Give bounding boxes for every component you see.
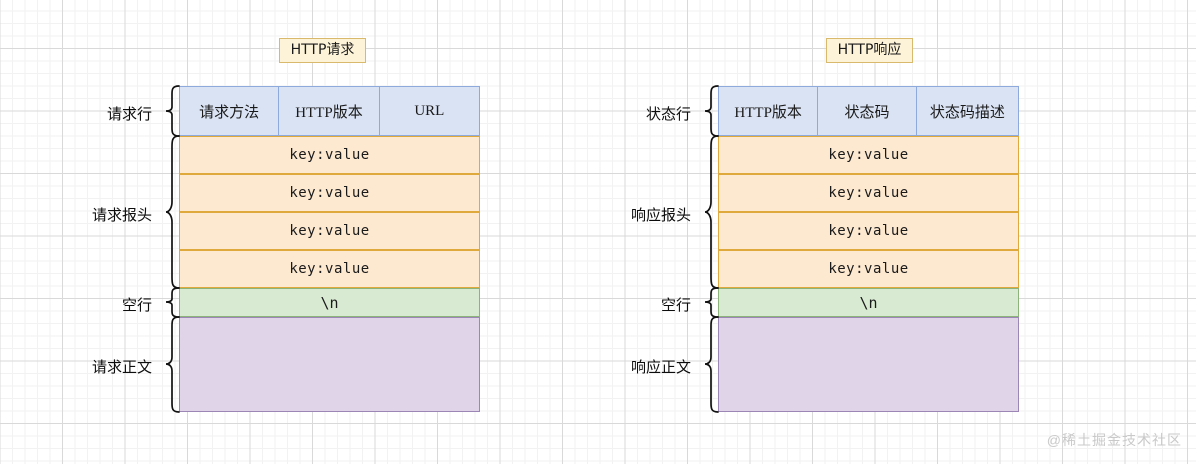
request-start-line-row: 请求方法 HTTP版本 URL [179, 86, 480, 136]
request-header-row: key:value [179, 174, 480, 212]
response-blank-line-brace [704, 287, 719, 318]
response-blank-line-label: 空行 [660, 298, 691, 314]
http-request-title: HTTP请求 [279, 38, 366, 63]
request-blank-line-brace [165, 287, 180, 318]
request-header-row: key:value [179, 136, 480, 174]
request-http-version-cell: HTTP版本 [279, 87, 380, 135]
http-response-title: HTTP响应 [826, 38, 913, 63]
response-blank-line-row: \n [718, 288, 1019, 317]
response-status-line-brace [704, 85, 719, 137]
request-header-row: key:value [179, 212, 480, 250]
response-status-text-cell: 状态码描述 [929, 104, 1005, 121]
request-blank-line-row: \n [179, 288, 480, 317]
response-headers-brace [704, 135, 719, 289]
request-start-line-brace [165, 85, 180, 137]
request-body-label: 请求正文 [91, 360, 152, 376]
request-body-brace [165, 316, 180, 413]
response-http-version-cell: HTTP版本 [719, 87, 819, 135]
response-header-row: key:value [718, 174, 1019, 212]
request-header-row: key:value [179, 250, 480, 288]
request-start-line-label: 请求行 [106, 107, 152, 123]
response-status-code-cell: 状态码 [818, 87, 917, 135]
response-body-label: 响应正文 [630, 360, 691, 376]
site-watermark: @稀土掘金技术社区 [1046, 432, 1182, 448]
response-header-row: key:value [718, 136, 1019, 174]
response-header-row: key:value [718, 250, 1019, 288]
response-body-brace [704, 316, 719, 413]
request-body-row [179, 317, 480, 412]
response-body-row [718, 317, 1019, 412]
response-headers-label: 响应报头 [630, 208, 691, 224]
response-header-row: key:value [718, 212, 1019, 250]
request-headers-brace [165, 135, 180, 289]
request-method-cell: 请求方法 [180, 87, 280, 135]
request-blank-line-label: 空行 [121, 298, 152, 314]
request-headers-label: 请求报头 [91, 208, 152, 224]
request-url-cell: URL [414, 102, 445, 119]
response-status-line-row: HTTP版本 状态码 状态码描述 [718, 86, 1019, 136]
response-status-line-label: 状态行 [645, 107, 691, 123]
